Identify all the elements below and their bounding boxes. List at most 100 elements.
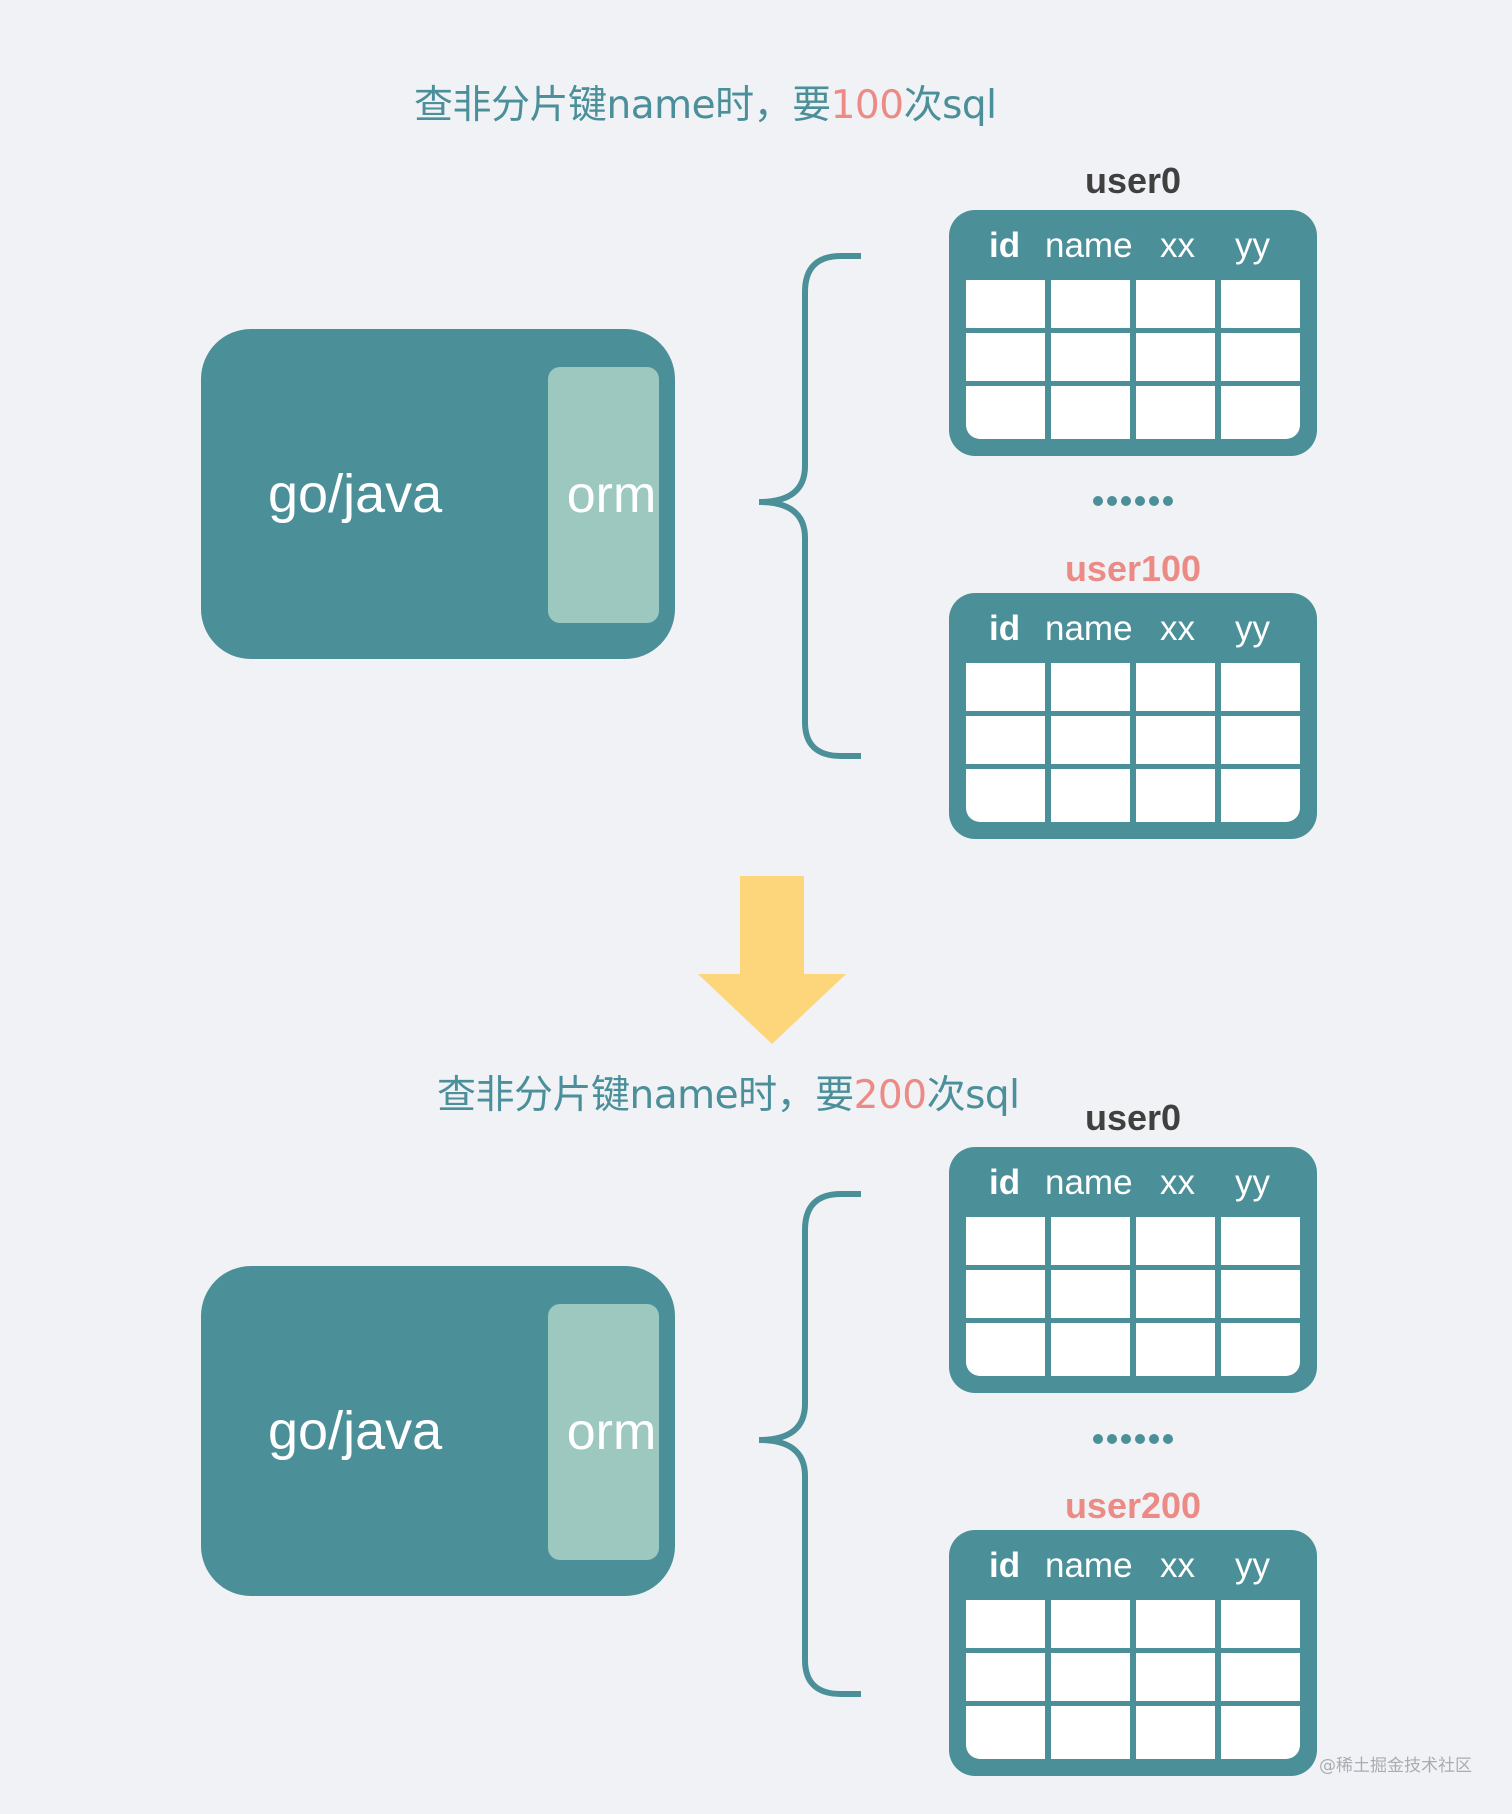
column-header-xx: xx xyxy=(1160,1546,1195,1585)
top-caption-count: 100 xyxy=(830,83,904,128)
table-header: id name xx yy xyxy=(949,1147,1317,1217)
table-cell xyxy=(966,1706,1045,1759)
table-header: id name xx yy xyxy=(949,1530,1317,1600)
bottom-table-last-title: user200 xyxy=(1064,1485,1202,1526)
bottom-table-first: id name xx yy xyxy=(949,1147,1317,1393)
table-cell xyxy=(1051,716,1130,769)
table-cell xyxy=(966,1653,1045,1706)
top-app-label: go/java xyxy=(268,464,443,524)
table-cell xyxy=(1221,1706,1300,1759)
table-cell xyxy=(1136,769,1215,822)
top-caption-pre: 查非分片键name时，要 xyxy=(414,83,831,128)
column-header-yy: yy xyxy=(1235,609,1270,648)
bottom-ellipsis-icon xyxy=(1093,1432,1173,1446)
top-table-last-title: user100 xyxy=(1064,548,1202,589)
table-cell xyxy=(1136,1217,1215,1270)
table-cell xyxy=(1136,280,1215,333)
table-cell xyxy=(1051,1600,1130,1653)
table-cell xyxy=(966,280,1045,333)
table-cell xyxy=(1136,663,1215,716)
down-arrow-icon xyxy=(698,876,846,1044)
table-cell xyxy=(1136,1706,1215,1759)
table-cell xyxy=(1136,333,1215,386)
column-header-xx: xx xyxy=(1160,226,1195,265)
bottom-brace-icon xyxy=(758,1191,861,1697)
table-grid xyxy=(966,280,1300,439)
column-header-name: name xyxy=(1045,1163,1133,1202)
top-app-box: go/java orm xyxy=(201,329,675,659)
table-cell xyxy=(1051,1323,1130,1376)
top-orm-label: orm xyxy=(566,466,657,524)
bottom-caption-count: 200 xyxy=(853,1073,927,1118)
table-cell xyxy=(1051,663,1130,716)
table-cell xyxy=(1221,1323,1300,1376)
column-header-name: name xyxy=(1045,226,1133,265)
bottom-app-label: go/java xyxy=(268,1401,443,1461)
table-cell xyxy=(1136,1653,1215,1706)
column-header-id: id xyxy=(989,1163,1021,1202)
table-header: id name xx yy xyxy=(949,210,1317,280)
table-cell xyxy=(1221,663,1300,716)
bottom-app-box: go/java orm xyxy=(201,1266,675,1596)
table-cell xyxy=(1221,280,1300,333)
table-cell xyxy=(1051,333,1130,386)
table-cell xyxy=(1051,1706,1130,1759)
column-header-id: id xyxy=(989,609,1021,648)
table-cell xyxy=(966,716,1045,769)
column-header-yy: yy xyxy=(1235,226,1270,265)
table-grid xyxy=(966,1600,1300,1759)
top-table-first: id name xx yy xyxy=(949,210,1317,456)
column-header-xx: xx xyxy=(1160,609,1195,648)
column-header-id: id xyxy=(989,1546,1021,1585)
table-cell xyxy=(1221,1217,1300,1270)
table-cell xyxy=(1221,716,1300,769)
column-header-yy: yy xyxy=(1235,1163,1270,1202)
bottom-orm-label: orm xyxy=(566,1403,657,1461)
table-cell xyxy=(1051,280,1130,333)
top-caption: 查非分片键name时，要100次sql xyxy=(414,74,997,130)
table-cell xyxy=(1051,1270,1130,1323)
table-cell xyxy=(1221,1270,1300,1323)
table-cell xyxy=(966,1217,1045,1270)
table-cell xyxy=(1221,1653,1300,1706)
bottom-table-last: id name xx yy xyxy=(949,1530,1317,1776)
table-grid xyxy=(966,663,1300,822)
top-orm-panel: orm xyxy=(548,367,659,623)
top-table-last: id name xx yy xyxy=(949,593,1317,839)
table-cell xyxy=(1136,1600,1215,1653)
table-cell xyxy=(1136,1270,1215,1323)
table-cell xyxy=(1051,1217,1130,1270)
table-header: id name xx yy xyxy=(949,593,1317,663)
table-cell xyxy=(1051,769,1130,822)
table-cell xyxy=(1136,1323,1215,1376)
top-caption-post: 次sql xyxy=(903,83,997,128)
table-cell xyxy=(966,769,1045,822)
bottom-orm-panel: orm xyxy=(548,1304,659,1560)
column-header-yy: yy xyxy=(1235,1546,1270,1585)
table-cell xyxy=(1221,386,1300,439)
table-cell xyxy=(966,333,1045,386)
bottom-table-first-title: user0 xyxy=(1084,1097,1182,1138)
table-cell xyxy=(1221,333,1300,386)
table-cell xyxy=(966,663,1045,716)
table-cell xyxy=(1136,716,1215,769)
table-cell xyxy=(966,1270,1045,1323)
column-header-xx: xx xyxy=(1160,1163,1195,1202)
table-cell xyxy=(1051,1653,1130,1706)
bottom-caption-pre: 查非分片键name时，要 xyxy=(437,1073,854,1118)
column-header-name: name xyxy=(1045,1546,1133,1585)
top-brace-icon xyxy=(758,253,861,759)
table-cell xyxy=(1051,386,1130,439)
table-cell xyxy=(966,1600,1045,1653)
bottom-caption-post: 次sql xyxy=(926,1073,1020,1118)
table-cell xyxy=(966,1323,1045,1376)
table-cell xyxy=(1221,1600,1300,1653)
table-grid xyxy=(966,1217,1300,1376)
column-header-id: id xyxy=(989,226,1021,265)
watermark: @稀土掘金技术社区 xyxy=(1319,1756,1472,1776)
bottom-caption: 查非分片键name时，要200次sql xyxy=(437,1064,1020,1120)
column-header-name: name xyxy=(1045,609,1133,648)
top-ellipsis-icon xyxy=(1093,494,1173,508)
top-table-first-title: user0 xyxy=(1084,160,1182,201)
table-cell xyxy=(1136,386,1215,439)
